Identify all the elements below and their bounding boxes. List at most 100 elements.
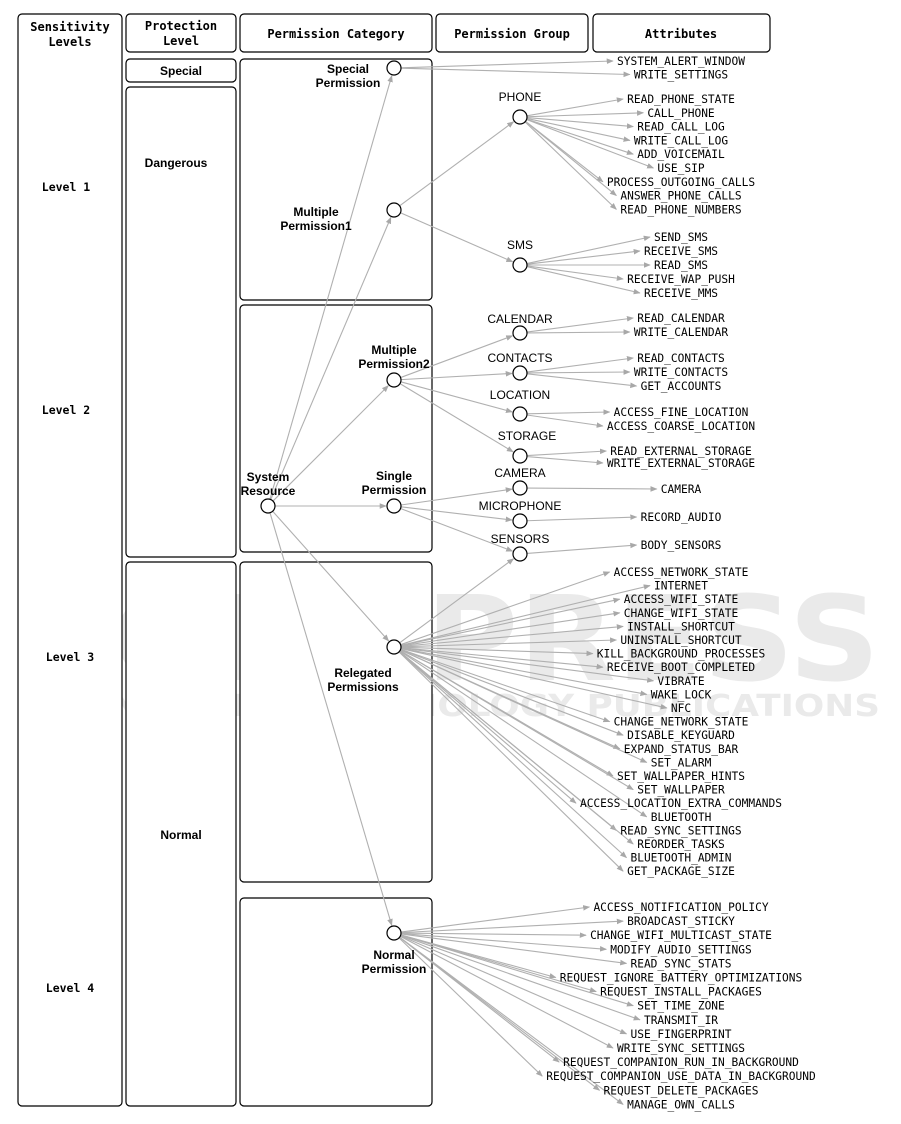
normal-permission-label-line1: Normal [373, 948, 414, 962]
edge-sms-0 [526, 235, 651, 265]
attribute-normal-9: USE_FINGERPRINT [630, 1028, 731, 1041]
edge-relegated-16 [399, 650, 634, 791]
attribute-normal-12: REQUEST_COMPANION_USE_DATA_IN_BACKGROUND [546, 1070, 816, 1083]
edge-storage-1 [526, 456, 604, 466]
single-permission-label-line1: Single [376, 469, 412, 483]
edge-calendar-1 [526, 329, 631, 335]
attributes-header-box [592, 13, 771, 53]
edge-relegated-3 [400, 610, 621, 647]
edge-m1-to-sms [400, 212, 514, 263]
category-header: Permission Category [267, 27, 404, 41]
attribute-relegated-18: BLUETOOTH [651, 811, 712, 824]
edge-phone-7 [525, 120, 617, 197]
edge-normal-0 [400, 905, 591, 933]
group-header: Permission Group [454, 27, 570, 41]
attribute-relegated-8: VIBRATE [657, 675, 704, 688]
attribute-relegated-21: BLUETOOTH_ADMIN [630, 852, 731, 865]
edge-sg-to-sen [400, 507, 514, 552]
special-permission-label-line1: Special [327, 62, 369, 76]
node-relegated-permissions [386, 639, 402, 655]
attribute-sms-4: RECEIVE_MMS [644, 287, 718, 300]
edge-normal-8 [400, 934, 641, 1021]
edge-phone-0 [526, 97, 624, 117]
attribute-relegated-19: READ_SYNC_SETTINGS [620, 824, 741, 837]
attribute-normal-5: REQUEST_IGNORE_BATTERY_OPTIMIZATIONS [560, 972, 802, 985]
nodes [260, 60, 528, 941]
edge-relegated-10 [400, 647, 668, 710]
edge-relegated-6 [400, 646, 594, 657]
attribute-special-1: WRITE_SETTINGS [634, 69, 728, 82]
edge-relegated-8 [400, 647, 655, 683]
edge-phone-1 [526, 110, 645, 118]
special-permission-label-line2: Permission [316, 76, 381, 90]
node-multiple-permission2 [386, 372, 402, 388]
relegated-label-line2: Permissions [327, 680, 399, 694]
attribute-normal-3: MODIFY_AUDIO_SETTINGS [610, 943, 751, 956]
edge-normal-10 [399, 935, 614, 1049]
group-microphone-label: MICROPHONE [479, 499, 562, 513]
group-phone-label: PHONE [499, 90, 542, 104]
edge-storage-0 [526, 448, 607, 457]
edge-relegated-18 [399, 650, 648, 818]
attribute-phone-2: READ_CALL_LOG [637, 121, 725, 134]
protection-special-box [125, 58, 237, 83]
node-group-camera [512, 480, 528, 496]
category-box-relegated [239, 561, 433, 883]
group-labels: PHONE SMS CALENDAR CONTACTS LOCATION STO… [479, 90, 562, 546]
protection-levels: Special Dangerous Normal [125, 58, 237, 1107]
node-group-microphone [512, 513, 528, 529]
edge-special-0 [400, 58, 614, 69]
attribute-phone-8: READ_PHONE_NUMBERS [620, 203, 741, 216]
edge-special-1 [400, 67, 631, 78]
group-sensors-label: SENSORS [491, 532, 550, 546]
node-group-sms [512, 257, 528, 273]
attribute-normal-14: MANAGE_OWN_CALLS [627, 1098, 735, 1111]
edges [269, 58, 668, 1105]
sensitivity-levels: Level 1 Level 2 Level 3 Level 4 [42, 180, 95, 995]
attribute-phone-4: ADD_VOICEMAIL [637, 148, 725, 161]
single-permission-label-line2: Permission [362, 483, 427, 497]
edge-relegated-14 [400, 649, 648, 763]
edge-sensors-0 [526, 542, 638, 555]
edge-m1-to-phone [399, 121, 515, 207]
edge-sys-to-rel [272, 510, 390, 642]
attribute-relegated-12: DISABLE_KEYGUARD [627, 729, 735, 742]
node-multiple-permission1 [386, 202, 402, 218]
attribute-normal-13: REQUEST_DELETE_PACKAGES [604, 1084, 759, 1097]
node-normal-permission [386, 925, 402, 941]
attribute-relegated-13: EXPAND_STATUS_BAR [624, 743, 739, 756]
system-resource-label-line1: System [247, 470, 290, 484]
category-box-normal [239, 897, 433, 1107]
attribute-relegated-1: INTERNET [654, 580, 708, 593]
protection-header-line2: Level [163, 34, 199, 48]
sensitivity-levels-column [17, 13, 123, 1107]
edge-sms-3 [526, 265, 624, 281]
edge-m2-to-loc [400, 381, 513, 413]
edge-relegated-7 [400, 647, 604, 670]
protection-normal-box [125, 561, 237, 1107]
attribute-normal-2: CHANGE_WIFI_MULTICAST_STATE [590, 929, 772, 942]
group-location-label: LOCATION [490, 388, 550, 402]
edge-relegated-21 [398, 651, 628, 859]
attribute-relegated-15: SET_WALLPAPER_HINTS [617, 770, 745, 783]
edge-relegated-12 [400, 649, 624, 736]
category-header-box [239, 13, 433, 53]
edge-relegated-22 [398, 651, 624, 872]
edge-contacts-0 [526, 356, 634, 373]
category-box-system [239, 304, 433, 553]
node-group-contacts [512, 365, 528, 381]
edge-relegated-20 [399, 651, 634, 845]
attribute-relegated-11: CHANGE_NETWORK_STATE [614, 716, 749, 729]
attribute-microphone-0: RECORD_AUDIO [641, 511, 722, 524]
attribute-phone-5: USE_SIP [657, 162, 704, 175]
edge-phone-8 [524, 121, 617, 210]
attribute-contacts-1: WRITE_CONTACTS [634, 366, 728, 379]
attribute-sms-3: RECEIVE_WAP_PUSH [627, 273, 735, 286]
edge-microphone-0 [526, 514, 638, 522]
attribute-normal-6: REQUEST_INSTALL_PACKAGES [600, 986, 762, 999]
attribute-location-0: ACCESS_FINE_LOCATION [614, 406, 749, 419]
edge-phone-4 [526, 118, 634, 155]
attribute-special-0: SYSTEM_ALERT_WINDOW [617, 55, 745, 68]
